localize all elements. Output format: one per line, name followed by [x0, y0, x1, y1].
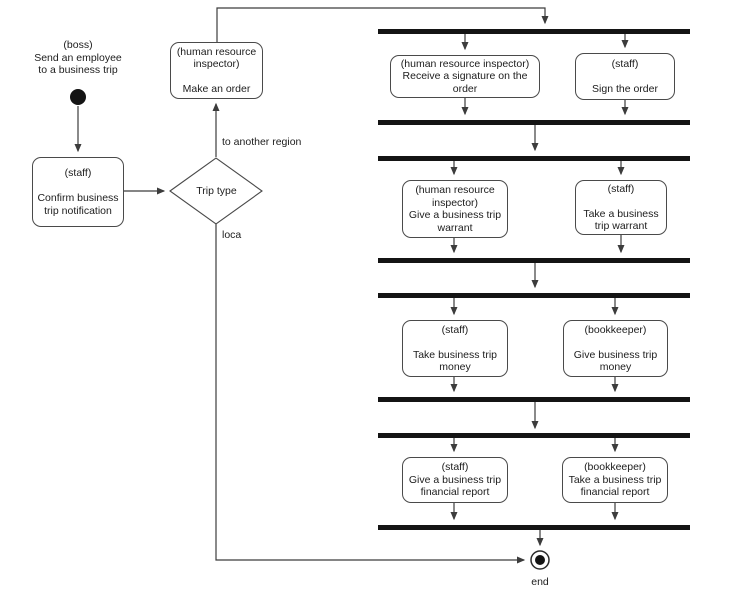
join-bar-1 [378, 120, 690, 125]
activity-text: (staff) Confirm business trip notificati… [37, 167, 119, 217]
end-caption: end [531, 576, 549, 588]
end-node-inner-dot [535, 555, 545, 565]
activity-take-business-trip-warrant: (staff) Take a business trip warrant [575, 180, 667, 235]
join-bar-3 [378, 397, 690, 402]
activity-take-business-trip-money: (staff) Take business trip money [402, 320, 508, 377]
join-bar-2 [378, 258, 690, 263]
activity-give-financial-report: (staff) Give a business trip financial r… [402, 457, 508, 503]
edge-make-order-to-fork1 [216, 7, 549, 42]
activity-text: (staff) Sign the order [592, 57, 658, 95]
activity-take-financial-report: (bookkeeper) Take a business trip financ… [562, 457, 668, 503]
activity-text: (staff) Take business trip money [412, 323, 498, 374]
decision-diamond [169, 157, 263, 225]
activity-text: (human resource inspector) Receive a sig… [400, 57, 530, 95]
start-caption: (boss) Send an employee to a business tr… [34, 39, 122, 76]
branch-label-another-region: to another region [222, 136, 302, 148]
activity-make-an-order: (human resource inspector) Make an order [170, 42, 263, 99]
activity-text: (bookkeeper) Give business trip money [573, 323, 658, 374]
activity-give-business-trip-warrant: (human resource inspector) Give a busine… [402, 180, 508, 238]
fork-bar-3 [378, 293, 690, 298]
activity-text: (human resource inspector) Give a busine… [408, 184, 502, 234]
edge-decision-local-to-end [215, 224, 526, 564]
activity-text: (bookkeeper) Take a business trip financ… [568, 461, 662, 499]
fork-bar-1 [378, 29, 690, 34]
branch-label-local: loca [222, 229, 242, 241]
activity-receive-signature-on-order: (human resource inspector) Receive a sig… [390, 55, 540, 98]
activity-give-business-trip-money: (bookkeeper) Give business trip money [563, 320, 668, 377]
join-bar-4 [378, 525, 690, 530]
activity-confirm-business-trip-notification: (staff) Confirm business trip notificati… [32, 157, 124, 227]
decision-label: Trip type [196, 185, 237, 197]
start-node [70, 89, 86, 105]
activity-text: (human resource inspector) Make an order [176, 45, 257, 96]
activity-text: (staff) Take a business trip warrant [583, 182, 659, 233]
activity-sign-the-order: (staff) Sign the order [575, 53, 675, 100]
activity-text: (staff) Give a business trip financial r… [408, 461, 502, 499]
fork-bar-4 [378, 433, 690, 438]
fork-bar-2 [378, 156, 690, 161]
